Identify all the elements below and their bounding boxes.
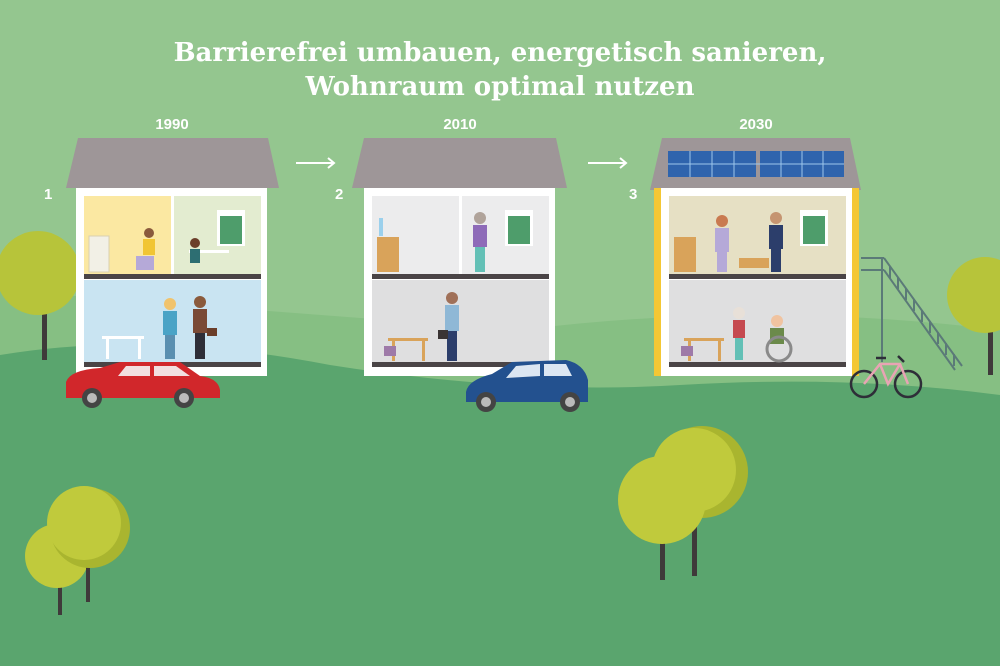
step-number-1: 1 xyxy=(44,186,53,203)
roof xyxy=(66,138,279,188)
year-label-2010: 2010 xyxy=(443,116,477,133)
title-line-1: Barrierefrei umbauen, energetisch sanier… xyxy=(173,38,827,68)
solar-panels xyxy=(668,151,844,177)
page-title: Barrierefrei umbauen, energetisch sanier… xyxy=(0,36,1000,104)
meadow xyxy=(0,344,1000,666)
blue-car xyxy=(466,360,588,412)
house-1990 xyxy=(66,138,279,376)
step-number-3: 3 xyxy=(629,186,638,203)
title-line-2: Wohnraum optimal nutzen xyxy=(305,72,695,102)
year-label-2030: 2030 xyxy=(739,116,773,133)
arrow-icon xyxy=(588,157,628,169)
house-2030 xyxy=(650,138,963,376)
arrow-icon xyxy=(296,157,336,169)
step-number-2: 2 xyxy=(335,186,344,203)
tree-right xyxy=(947,257,1000,375)
bicycle xyxy=(849,355,923,399)
tree-left xyxy=(0,231,80,360)
roof xyxy=(352,138,567,188)
house-2010 xyxy=(352,138,567,376)
tree-group-bottom-center xyxy=(618,426,748,580)
year-label-1990: 1990 xyxy=(155,116,189,133)
red-car xyxy=(66,362,220,408)
tree-group-bottom-left xyxy=(25,486,130,615)
outdoor-staircase xyxy=(861,257,963,371)
